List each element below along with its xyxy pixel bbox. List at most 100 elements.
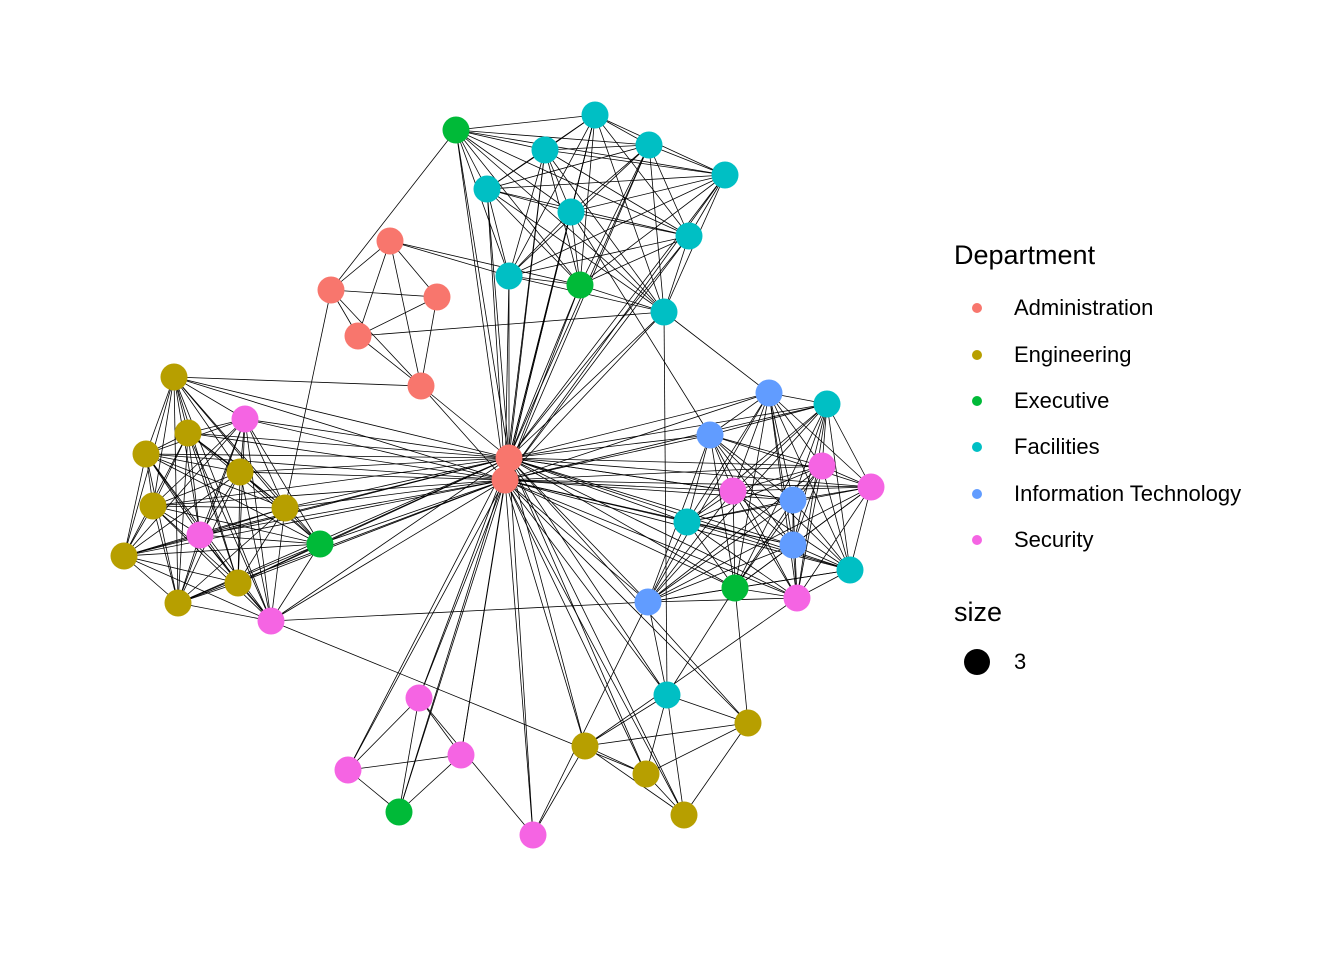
node-security xyxy=(857,473,885,501)
node-administration xyxy=(423,283,451,311)
edge-F4-F5 xyxy=(486,174,726,190)
edge-E10-F13 xyxy=(584,694,668,747)
edge-I1-F12 xyxy=(768,392,851,571)
edge-I2-F10 xyxy=(709,403,828,436)
node-facilities xyxy=(813,390,841,418)
node-information-technology xyxy=(779,531,807,559)
edge-A7-S1 xyxy=(244,418,506,481)
edge-F6-I2 xyxy=(570,211,711,436)
node-administration xyxy=(495,444,523,472)
edge-S6-S7 xyxy=(796,486,872,599)
legend-item-security: Security xyxy=(954,517,1241,563)
legend-label: Administration xyxy=(1014,295,1154,321)
edge-F3-F4 xyxy=(648,144,726,176)
edge-F3-X1 xyxy=(455,129,650,146)
node-engineering xyxy=(110,542,138,570)
size-dot-icon xyxy=(964,648,990,675)
edge-E9-X3 xyxy=(177,543,321,604)
edge-F6-F7 xyxy=(570,211,690,237)
edge-A7-E2 xyxy=(187,432,506,481)
node-information-technology xyxy=(779,486,807,514)
legend-dot-icon xyxy=(972,488,982,499)
edge-I1-S6 xyxy=(768,392,872,488)
edge-I5-S11 xyxy=(532,601,649,836)
edge-A6-S11 xyxy=(508,457,534,836)
edge-E6-E9 xyxy=(177,507,286,604)
edge-E3-E6 xyxy=(145,453,286,509)
node-executive xyxy=(566,271,594,299)
edge-I2-F11 xyxy=(686,434,711,523)
edge-F9-I1 xyxy=(663,311,770,394)
size-legend-item: 3 xyxy=(954,638,1241,684)
edge-S6-I5 xyxy=(647,486,872,603)
edge-F8-X1 xyxy=(455,129,510,277)
edge-A6-I2 xyxy=(508,434,711,459)
edge-E7-E8 xyxy=(123,555,239,584)
node-security xyxy=(186,521,214,549)
node-facilities xyxy=(581,101,609,129)
node-information-technology xyxy=(696,421,724,449)
edge-E9-S3 xyxy=(177,602,272,622)
edge-F9-F13 xyxy=(663,311,668,696)
edge-F7-X2 xyxy=(579,235,690,286)
edge-A7-F13 xyxy=(504,479,668,696)
edge-A6-S10 xyxy=(347,457,510,771)
node-security xyxy=(519,821,547,849)
node-facilities xyxy=(473,175,501,203)
legend-label: Engineering xyxy=(1014,341,1132,367)
edge-S1-S3 xyxy=(244,418,272,622)
node-administration xyxy=(407,372,435,400)
legend-item-engineering: Engineering xyxy=(954,331,1241,377)
edge-F13-X4 xyxy=(666,587,736,696)
edge-S4-X4 xyxy=(734,465,823,589)
edge-E12-F13 xyxy=(645,694,668,775)
edge-E5-E9 xyxy=(152,505,179,604)
node-security xyxy=(231,405,259,433)
edge-A7-S5 xyxy=(504,479,734,492)
edge-E1-E5 xyxy=(152,376,175,507)
node-executive xyxy=(385,798,413,826)
edge-A6-S6 xyxy=(508,457,872,488)
edge-I3-F12 xyxy=(792,499,851,571)
edge-F3-F5 xyxy=(486,144,650,190)
node-engineering xyxy=(271,494,299,522)
edge-F6-F8 xyxy=(508,211,572,277)
edge-S8-S10 xyxy=(347,697,420,771)
node-facilities xyxy=(711,161,739,189)
edge-S6-F12 xyxy=(849,486,872,571)
edge-E10-S7 xyxy=(584,597,798,747)
node-executive xyxy=(442,116,470,144)
edge-F1-F7 xyxy=(594,114,690,237)
edge-S5-F10 xyxy=(732,403,828,492)
edge-I1-F11 xyxy=(686,392,770,523)
node-facilities xyxy=(495,262,523,290)
edge-E4-E7 xyxy=(123,471,241,557)
edge-A5-E1 xyxy=(173,376,422,387)
edge-A7-X3 xyxy=(319,479,506,545)
legend-title: Department xyxy=(954,240,1096,270)
edge-F5-F7 xyxy=(486,188,690,237)
edge-A2-E6 xyxy=(284,289,332,509)
edge-F10-F11 xyxy=(686,403,828,523)
node-facilities xyxy=(635,131,663,159)
edge-F5-F8 xyxy=(486,188,510,277)
edge-F1-X1 xyxy=(455,114,596,131)
edge-A6-F13 xyxy=(508,457,668,696)
edge-A7-E8 xyxy=(237,479,506,584)
edge-E1-E9 xyxy=(173,376,179,604)
node-security xyxy=(783,584,811,612)
size-legend-title: size xyxy=(954,597,1003,628)
edge-F7-X1 xyxy=(455,129,690,237)
node-security xyxy=(719,477,747,505)
edge-F2-F4 xyxy=(544,149,726,176)
legend-label: Security xyxy=(1014,527,1094,553)
edge-A1-A4 xyxy=(357,240,391,337)
node-engineering xyxy=(670,801,698,829)
node-engineering xyxy=(734,709,762,737)
edge-E6-S2 xyxy=(199,507,286,536)
edges-layer xyxy=(123,114,872,836)
edge-E1-E8 xyxy=(173,376,239,584)
edge-A2-A5 xyxy=(330,289,422,387)
edge-I4-S4 xyxy=(792,465,823,546)
edge-S9-X5 xyxy=(398,754,462,813)
